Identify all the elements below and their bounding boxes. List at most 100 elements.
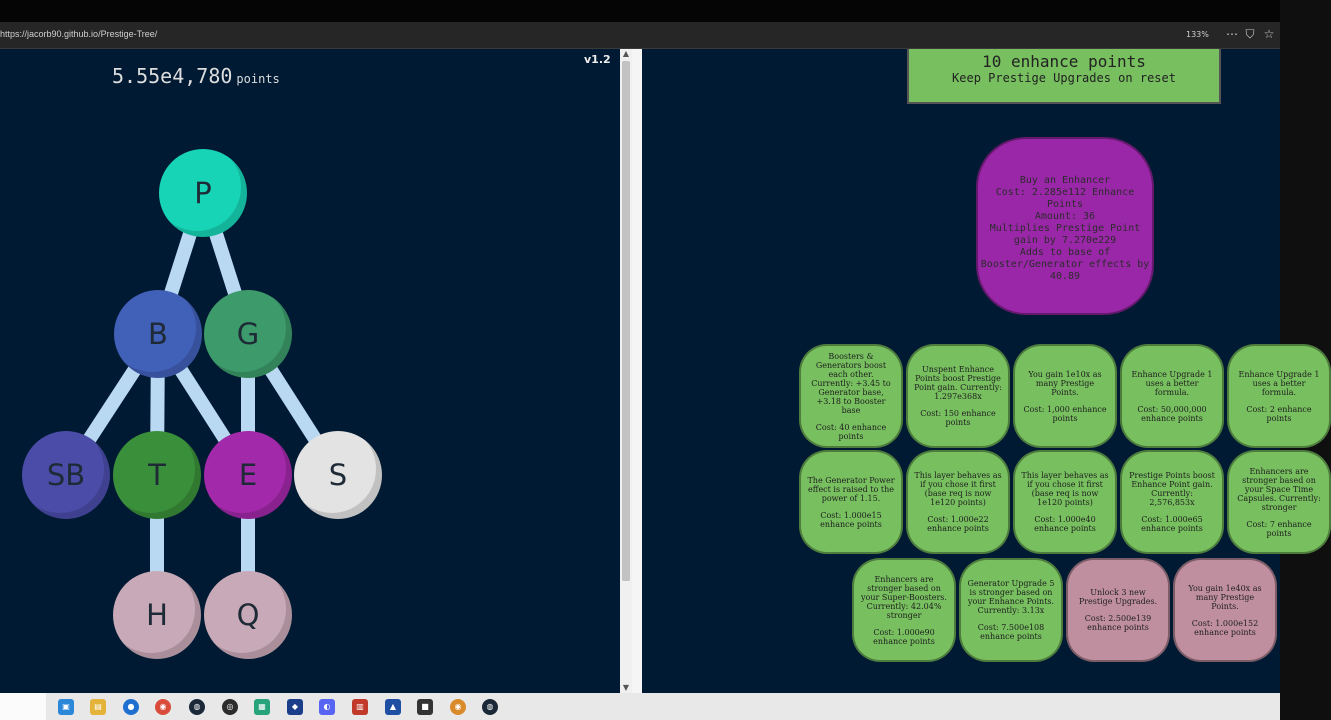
upgrade-description: Generator Upgrade 5 is stronger based on… [967, 579, 1055, 615]
enhance-upgrade-15[interactable]: Enhance Upgrade 1 uses a better formula.… [1227, 344, 1331, 448]
upgrade-description: Prestige Points boost Enhance Point gain… [1129, 471, 1215, 507]
enhance-points-text: 10 enhance points [982, 52, 1146, 71]
layer-node-b[interactable]: B [114, 290, 202, 378]
enhance-header: 10 enhance points Keep Prestige Upgrades… [907, 49, 1221, 104]
layer-label-e: E [238, 458, 258, 492]
layer-node-t[interactable]: T [113, 431, 201, 519]
enhance-upgrade-32[interactable]: Generator Upgrade 5 is stronger based on… [959, 558, 1063, 662]
layer-label-sb: SB [46, 458, 86, 492]
upgrade-description: Enhance Upgrade 1 uses a better formula. [1131, 369, 1213, 397]
upgrade-description: Unlock 3 new Prestige Upgrades. [1078, 588, 1158, 606]
enhance-upgrade-12[interactable]: Unspent Enhance Points boost Prestige Po… [906, 344, 1010, 448]
steam-icon-2[interactable]: ◍ [482, 699, 498, 715]
upgrade-description: You gain 1e40x as many Prestige Points. [1188, 583, 1262, 611]
enhance-upgrade-22[interactable]: This layer behaves as if you chose it fi… [906, 450, 1010, 554]
upgrade-description: Enhancers are stronger based on your Spa… [1237, 466, 1321, 512]
enhance-upgrade-21[interactable]: The Generator Power effect is raised to … [799, 450, 903, 554]
layer-label-b: B [148, 317, 168, 351]
tree-connections [59, 186, 345, 622]
layer-node-h[interactable]: H [113, 571, 201, 659]
app-icon-dark[interactable]: ■ [417, 699, 433, 715]
enhance-upgrade-11[interactable]: Boosters & Generators boost each other. … [799, 344, 903, 448]
zoom-level[interactable]: 133% [1186, 30, 1209, 39]
tree-scrollbar[interactable]: ▲ ▼ [620, 49, 632, 693]
layer-label-t: T [148, 458, 166, 492]
layer-node-g[interactable]: G [204, 290, 292, 378]
enhancer-effect-1: Multiplies Prestige Point gain by 7.270e… [989, 223, 1141, 246]
upgrade-cost: Cost: 7.500e108 enhance points [977, 623, 1045, 641]
firefox-icon[interactable]: ● [123, 699, 139, 715]
buy-enhancer-button[interactable]: Buy an Enhancer Cost: 2.285e112 Enhance … [976, 137, 1154, 315]
discord-icon[interactable]: ◐ [319, 699, 335, 715]
upgrade-cost: Cost: 1,000 enhance points [1023, 404, 1107, 423]
upgrade-description: Unspent Enhance Points boost Prestige Po… [914, 365, 1002, 401]
obs-icon[interactable]: ◎ [222, 699, 238, 715]
layer-node-p[interactable]: P [159, 149, 247, 237]
layer-pane: 10 enhance points Keep Prestige Upgrades… [642, 49, 1331, 693]
enhancer-cost: Cost: 2.285e112 Enhance Points [995, 187, 1135, 210]
layer-label-s: S [328, 458, 348, 492]
pane-divider[interactable] [632, 49, 642, 693]
os-taskbar: ▣ ▤ ● ◉ ◍ ◎ ▦ ◆ ◐ ▥ ▲ ■ ◉ ◍ [0, 693, 1280, 720]
app-icon-m[interactable]: ▲ [385, 699, 401, 715]
scroll-up-icon[interactable]: ▲ [622, 49, 630, 58]
task-view-icon[interactable]: ▣ [58, 699, 74, 715]
upgrade-cost: Cost: 1.000e15 enhance points [820, 510, 882, 529]
enhance-milestone-text: Keep Prestige Upgrades on reset [952, 71, 1176, 85]
upgrade-cost: Cost: 150 enhance points [920, 409, 996, 427]
enhance-upgrade-13[interactable]: You gain 1e10x as many Prestige Points. C… [1013, 344, 1117, 448]
taskbar-start[interactable] [0, 693, 46, 720]
steam-icon[interactable]: ◍ [189, 699, 205, 715]
enhance-upgrade-34[interactable]: You gain 1e40x as many Prestige Points. C… [1173, 558, 1277, 662]
app-icon-red[interactable]: ▥ [352, 699, 368, 715]
enhance-upgrade-24[interactable]: Prestige Points boost Enhance Point gain… [1120, 450, 1224, 554]
upgrade-description: This layer behaves as if you chose it fi… [914, 471, 1002, 507]
browser-address-bar[interactable]: https://jacorb90.github.io/Prestige-Tree… [0, 22, 1280, 49]
layer-node-q[interactable]: Q [204, 571, 292, 659]
upgrade-cost: Cost: 7 enhance points [1246, 519, 1312, 538]
app-icon-blue[interactable]: ◆ [287, 699, 303, 715]
upgrade-description: The Generator Power effect is raised to … [807, 475, 895, 503]
layer-node-sb[interactable]: SB [22, 431, 110, 519]
points-value: 5.55e4,780 [112, 64, 233, 88]
scroll-down-icon[interactable]: ▼ [622, 683, 630, 692]
enhance-upgrade-31[interactable]: Enhancers are stronger based on your Sup… [852, 558, 956, 662]
upgrade-cost: Cost: 40 enhance points [815, 422, 887, 441]
layer-node-s[interactable]: S [294, 431, 382, 519]
enhance-upgrade-33[interactable]: Unlock 3 new Prestige Upgrades.Cost: 2.5… [1066, 558, 1170, 662]
enhance-upgrade-25[interactable]: Enhancers are stronger based on your Spa… [1227, 450, 1331, 554]
enhancer-title: Buy an Enhancer [1019, 175, 1111, 186]
version-label: v1.2 [584, 53, 611, 66]
enhancer-effect-2: Adds to base of Booster/Generator effect… [980, 247, 1150, 282]
shield-icon[interactable]: ⛉ [1245, 27, 1255, 41]
upgrade-cost: Cost: 50,000,000 enhance points [1137, 404, 1207, 423]
app-icon-green[interactable]: ▦ [254, 699, 270, 715]
url-text[interactable]: https://jacorb90.github.io/Prestige-Tree… [0, 29, 158, 39]
chrome-icon[interactable]: ◉ [155, 699, 171, 715]
upgrade-description: Enhancers are stronger based on your Sup… [861, 574, 947, 620]
layer-label-p: P [194, 176, 212, 210]
upgrade-cost: Cost: 2 enhance points [1246, 404, 1312, 423]
upgrade-description: This layer behaves as if you chose it fi… [1021, 471, 1109, 507]
layer-label-h: H [146, 598, 168, 632]
scroll-thumb[interactable] [622, 61, 630, 581]
upgrade-description: Enhance Upgrade 1 uses a better formula. [1238, 369, 1320, 397]
layer-label-q: Q [236, 598, 260, 632]
points-label: points [236, 72, 280, 86]
window-top-strip [0, 0, 1280, 22]
upgrade-cost: Cost: 1.000e40 enhance points [1034, 515, 1096, 533]
file-explorer-icon[interactable]: ▤ [90, 699, 106, 715]
upgrade-cost: Cost: 1.000e152 enhance points [1191, 618, 1259, 637]
upgrade-description: You gain 1e10x as many Prestige Points. [1028, 369, 1102, 397]
enhance-upgrade-14[interactable]: Enhance Upgrade 1 uses a better formula.… [1120, 344, 1224, 448]
layer-label-g: G [236, 317, 260, 351]
app-icon-orange[interactable]: ◉ [450, 699, 466, 715]
upgrade-description: Boosters & Generators boost each other. … [811, 351, 891, 415]
enhance-upgrade-23[interactable]: This layer behaves as if you chose it fi… [1013, 450, 1117, 554]
layer-node-e[interactable]: E [204, 431, 292, 519]
star-icon[interactable]: ☆ [1263, 27, 1275, 41]
more-icon[interactable]: ⋯ [1226, 27, 1238, 41]
upgrade-cost: Cost: 1.000e22 enhance points [927, 515, 989, 533]
